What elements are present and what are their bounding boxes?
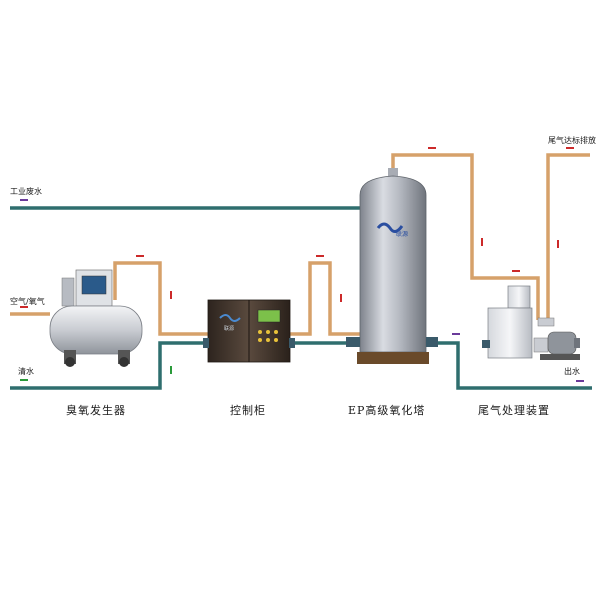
- arrow-cw-up: [170, 366, 172, 374]
- flow-arrows: [20, 147, 584, 382]
- arrow-tower-down: [481, 238, 483, 246]
- arrow-tower-top: [428, 147, 436, 149]
- label-exhaust-discharge: 尾气达标排放: [548, 136, 596, 145]
- caption-ozone-generator: 臭氧发生器: [66, 404, 126, 417]
- cabinet-logo-icon: [219, 314, 241, 322]
- arrow-tower-out: [452, 333, 460, 335]
- label-clean-water: 清水: [18, 367, 34, 376]
- arrow-outlet: [576, 380, 584, 382]
- caption-control-cabinet: 控制柜: [230, 404, 266, 417]
- tower-logo-icon: [376, 222, 404, 233]
- label-industrial-wastewater: 工业废水: [10, 187, 42, 196]
- label-outlet-water: 出水: [564, 367, 580, 376]
- exhaust-treatment-device: [482, 285, 580, 360]
- ozone-generator: [49, 269, 143, 367]
- arrow-clean-water: [20, 379, 28, 381]
- oxidation-tower: 联源: [346, 168, 438, 364]
- arrow-gen-top: [136, 255, 144, 257]
- exhaust-pump: [547, 331, 577, 355]
- arrow-stack-up: [557, 240, 559, 248]
- tower-to-exhaust-gas-pipe: [391, 153, 540, 320]
- caption-oxidation-tower: EP高级氧化塔: [348, 404, 426, 417]
- generator-display: [81, 275, 107, 295]
- control-cabinet: 联源: [203, 299, 295, 363]
- arrow-cab-top: [316, 255, 324, 257]
- cabinet-to-tower-gas-pipe: [290, 261, 360, 336]
- gas-pipes: [10, 153, 590, 336]
- arrow-stack-top: [566, 147, 574, 149]
- generator-to-cabinet-gas-pipe: [113, 261, 208, 336]
- arrow-exh-right: [512, 270, 520, 272]
- clean-water-pipe: [10, 341, 208, 390]
- exhaust-stack-pipe: [546, 153, 590, 320]
- arrow-air: [20, 306, 28, 308]
- tower-logo-text: 联源: [396, 230, 408, 238]
- outlet-water-pipe: [420, 341, 592, 390]
- water-pipes: [10, 206, 592, 390]
- arrow-wastewater: [20, 199, 28, 201]
- label-air-oxygen: 空气/氧气: [10, 297, 45, 306]
- arrow-gen-down: [170, 291, 172, 299]
- cabinet-logo-text: 联源: [224, 325, 234, 332]
- caption-exhaust-treatment: 尾气处理装置: [478, 404, 550, 417]
- arrow-cab-down: [340, 294, 342, 302]
- cabinet-screen: [257, 309, 281, 323]
